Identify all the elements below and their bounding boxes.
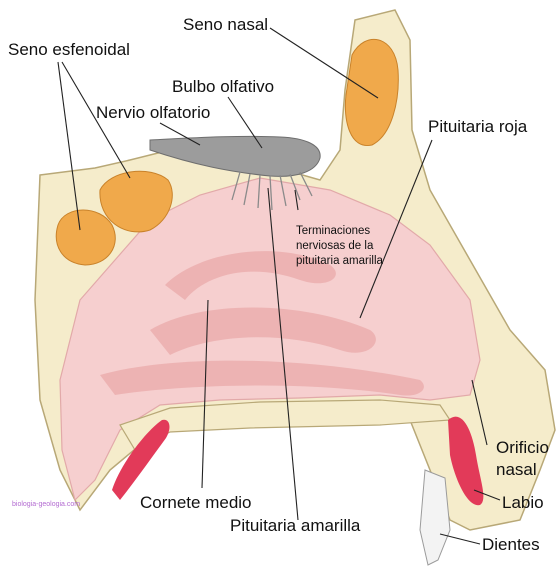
label-terminaciones-line3: pituitaria amarilla (296, 255, 383, 268)
label-pituitaria-roja: Pituitaria roja (428, 118, 527, 137)
label-cornete-medio: Cornete medio (140, 494, 252, 513)
label-nervio-olfatorio: Nervio olfatorio (96, 104, 210, 123)
sphenoid-sinus-back (56, 210, 115, 265)
label-terminaciones-line1: Terminaciones (296, 225, 370, 238)
label-bulbo-olfativo: Bulbo olfativo (172, 78, 274, 97)
label-seno-nasal: Seno nasal (183, 16, 268, 35)
label-labio: Labio (502, 494, 544, 513)
watermark: biologia-geologia.com (12, 501, 80, 508)
label-dientes: Dientes (482, 536, 540, 555)
label-terminaciones-line2: nerviosas de la (296, 240, 373, 253)
label-pituitaria-amarilla: Pituitaria amarilla (230, 517, 360, 536)
label-orificio-line2: nasal (496, 461, 537, 480)
label-orificio-line1: Orificio (496, 439, 549, 458)
tooth (420, 470, 450, 565)
label-seno-esfenoidal: Seno esfenoidal (8, 41, 130, 60)
